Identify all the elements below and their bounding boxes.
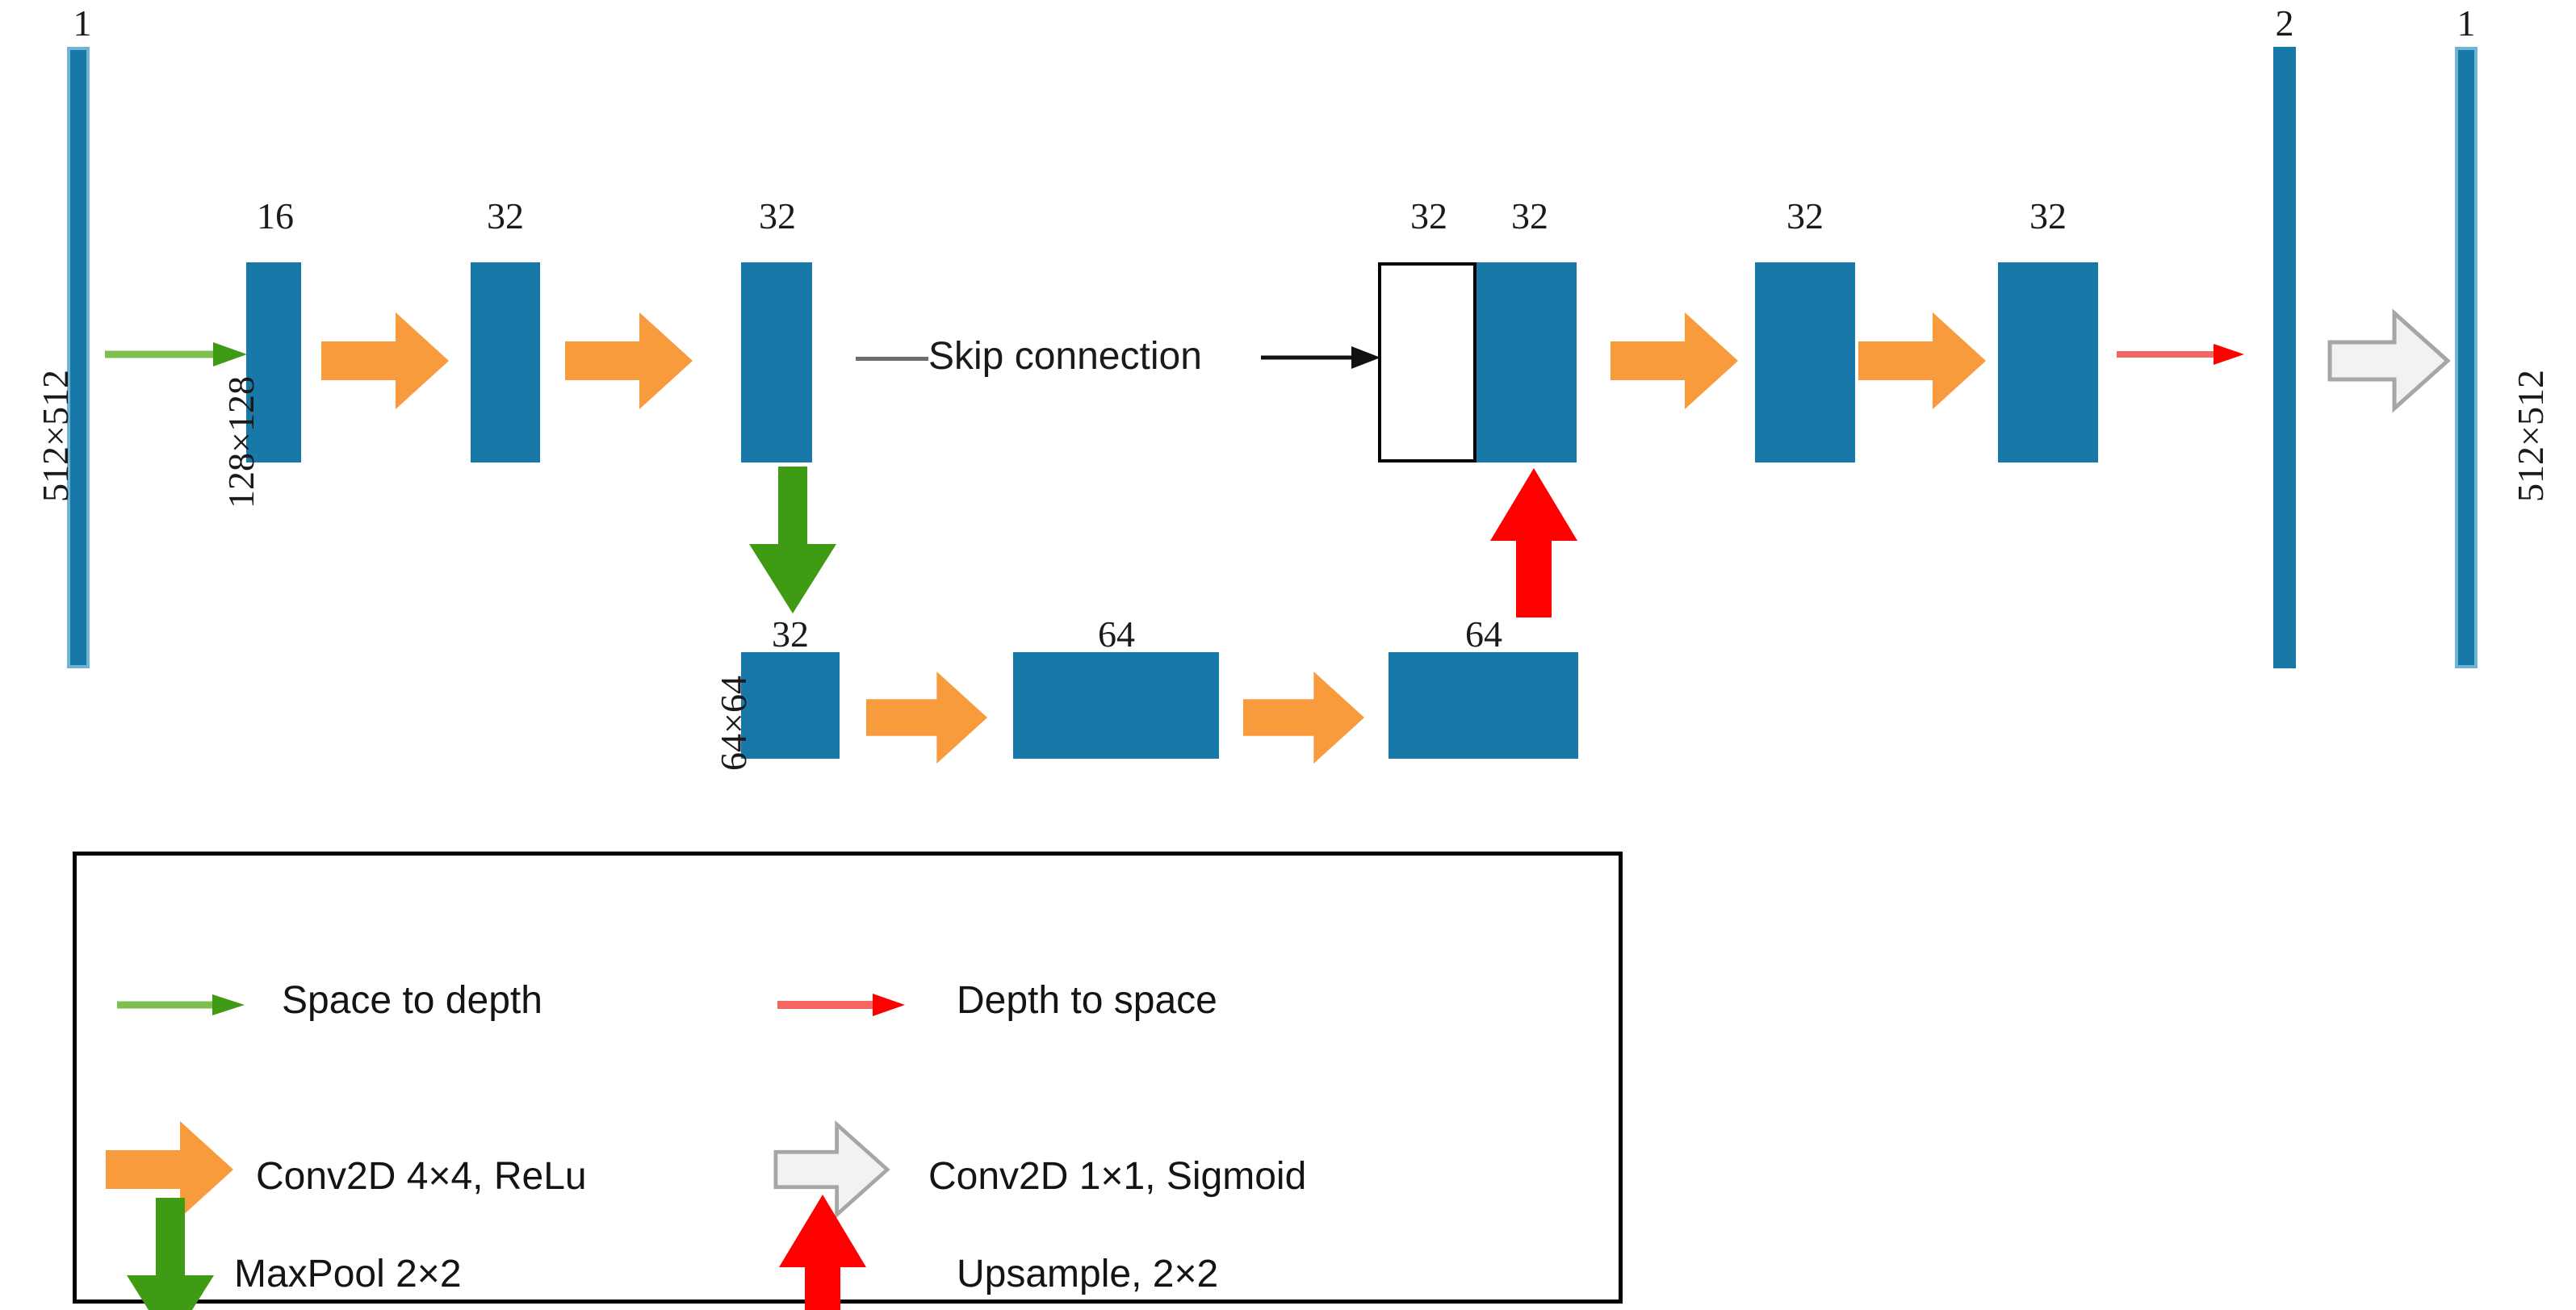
channel-label-input: 1 [73,2,92,44]
channel-label-bottom-1: 64 [1098,613,1135,655]
channel-label-concat-skip: 32 [1410,195,1447,236]
output-tensor-block [2455,47,2478,668]
skip-connection-label: Skip connection [928,335,1202,378]
decoder-block-32-b [1755,262,1855,462]
channel-label-output: 1 [2457,2,2476,44]
input-tensor-block [67,47,90,668]
spatial-label-bottom-row: 64×64 [713,676,754,771]
bottleneck-block-64-b [1389,652,1578,759]
channel-label-block-1: 32 [487,195,524,236]
legend-label-depth-to-space: Depth to space [957,979,1217,1022]
encoder-block-32-a [471,262,540,462]
space-to-depth-arrow [105,342,247,366]
channel-label-block-4: 32 [1511,195,1548,236]
conv2d-1x1-icon [773,1120,890,1220]
legend-label-conv2d-4x4: Conv2D 4×4, ReLu [256,1155,587,1198]
channel-label-block-5: 32 [1786,195,1824,236]
channel-label-block-2: 32 [759,195,796,236]
skip-connection-line [856,357,928,361]
channel-label-block-6: 32 [2029,195,2067,236]
channel-label-bottom-2: 64 [1465,613,1502,655]
legend-box: Space to depth Depth to space Conv2D 4×4… [73,852,1623,1310]
spatial-label-output: 512×512 [2510,370,2551,502]
upsample-arrow [1490,468,1577,617]
output-logits-block [2273,47,2296,668]
legend-label-maxpool: MaxPool 2×2 [234,1253,462,1295]
spatial-label-input: 512×512 [35,370,76,502]
spatial-label-block-0: 128×128 [220,376,262,509]
bottleneck-block-64-a [1013,652,1219,759]
sigmoid-arrow [2327,308,2451,413]
channel-label-bottom-0: 32 [772,613,809,655]
conv-arrow-top-2 [565,312,693,409]
depth-to-space-arrow [2117,344,2244,365]
channel-label-output-logits: 2 [2275,2,2294,44]
skip-connection-arrow [1261,346,1380,369]
conv2d-4x4-icon [106,1121,233,1218]
decoder-block-32-a [1476,262,1577,462]
legend-label-upsample: Upsample, 2×2 [957,1253,1219,1295]
concat-skip-block [1378,262,1476,462]
conv-arrow-bottom-1 [866,672,987,764]
legend-label-conv2d-1x1: Conv2D 1×1, Sigmoid [928,1155,1307,1198]
legend-label-space-to-depth: Space to depth [282,979,542,1022]
bottleneck-block-32 [741,652,840,759]
maxpool-arrow [749,467,836,613]
channel-label-block-0: 16 [257,195,294,236]
conv-arrow-top-4 [1858,312,1986,409]
conv-arrow-top-3 [1611,312,1738,409]
encoder-block-32-b [741,262,812,462]
maxpool-icon [127,1198,214,1310]
encoder-block-16 [246,262,301,462]
depth-to-space-icon [777,994,905,1016]
upsample-icon [779,1195,866,1310]
decoder-block-32-c [1998,262,2098,462]
conv-arrow-bottom-2 [1243,672,1364,764]
space-to-depth-icon [117,994,245,1015]
conv-arrow-top-1 [321,312,449,409]
